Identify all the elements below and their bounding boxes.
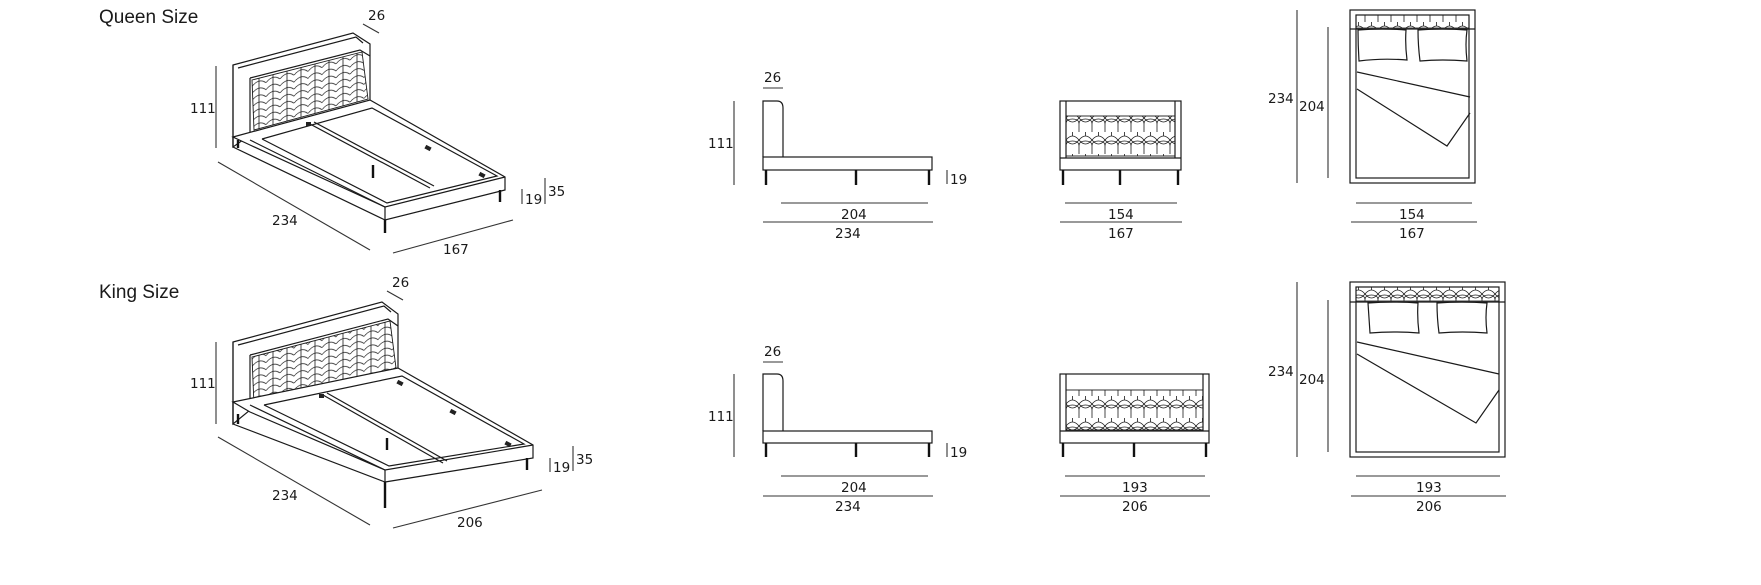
king-iso-headboard-depth: 26 [392,275,409,291]
queen-front-outer-width: 167 [1108,226,1134,242]
queen-top-outer-width: 167 [1399,226,1425,242]
queen-iso-leg-height: 35 [548,184,565,200]
queen-side-outer-length: 234 [835,226,861,242]
king-iso-height: 111 [190,376,216,392]
queen-iso-headboard-depth: 26 [368,8,385,24]
king-iso-width: 206 [457,515,483,531]
king-side-outer-length: 234 [835,499,861,515]
queen-top-outer-length: 234 [1268,91,1294,107]
king-size-title: King Size [99,282,180,303]
king-front-inner-width: 193 [1122,480,1148,496]
queen-side-frame-height: 19 [950,172,967,188]
queen-top-inner-length: 204 [1299,99,1325,115]
queen-side-inner-length: 204 [841,207,867,223]
queen-side-headboard-depth: 26 [764,70,781,86]
queen-side-height: 111 [708,136,734,152]
king-top-inner-length: 204 [1299,372,1325,388]
king-iso-frame-height: 19 [553,460,570,476]
queen-top-inner-width: 154 [1399,207,1425,223]
king-isometric-view: 26 111 234 206 19 35 [190,275,593,531]
queen-front-view: 154 167 [1059,100,1182,242]
king-top-outer-length: 234 [1268,364,1294,380]
king-side-headboard-depth: 26 [764,344,781,360]
queen-size-title: Queen Size [99,7,199,28]
king-side-frame-height: 19 [950,445,967,461]
queen-iso-length: 234 [272,213,298,229]
queen-iso-width: 167 [443,242,469,258]
king-top-inner-width: 193 [1416,480,1442,496]
king-iso-leg-height: 35 [576,452,593,468]
king-iso-length: 234 [272,488,298,504]
king-side-inner-length: 204 [841,480,867,496]
king-top-outer-width: 206 [1416,499,1442,515]
queen-front-inner-width: 154 [1108,207,1134,223]
queen-side-view: 26 111 19 204 234 [708,70,967,242]
king-front-outer-width: 206 [1122,499,1148,515]
queen-iso-frame-height: 19 [525,192,542,208]
king-front-view: 193 206 [1059,373,1210,515]
king-side-height: 111 [708,409,734,425]
queen-isometric-view: 26 111 234 167 19 35 [190,8,565,258]
king-top-view: 234 204 193 206 [1268,281,1506,515]
queen-iso-height: 111 [190,101,216,117]
king-side-view: 26 111 19 204 234 [708,344,967,515]
queen-top-view: 234 204 154 167 [1268,9,1477,242]
